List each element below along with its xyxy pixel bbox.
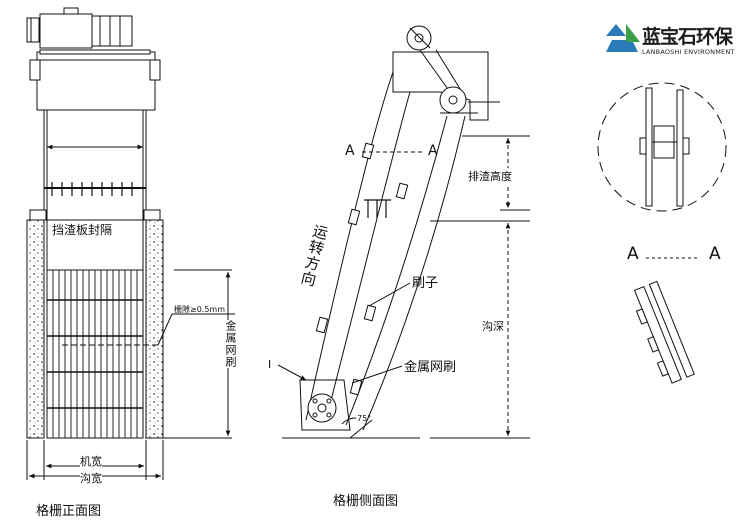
detail-view	[597, 82, 727, 384]
metal-mesh-brush-label: 金属网刷	[222, 320, 238, 368]
section-a-left: A	[345, 143, 355, 159]
side-view	[277, 25, 530, 439]
section-a-right: A	[428, 143, 438, 159]
side-metal-mesh-brush-label: 金属网刷	[404, 360, 457, 375]
marker-i-label: I	[268, 358, 272, 371]
detail-circle	[597, 82, 727, 212]
head-housing	[36, 51, 156, 111]
angle-label: 75°	[357, 414, 372, 423]
channel-wall-right	[145, 219, 164, 439]
front-view-caption: 格栅正面图	[36, 504, 102, 519]
detail-section-a-left: A	[627, 244, 639, 264]
screen-grid	[46, 269, 144, 439]
logo-leaf-icon	[626, 24, 640, 42]
channel-wall-left	[26, 219, 45, 439]
channel-depth-label: 沟深	[482, 318, 504, 334]
seal-plate-label: 挡渣板封隔	[52, 223, 113, 237]
logo-mark	[606, 24, 640, 52]
front-view	[26, 7, 235, 480]
side-view-caption: 格栅侧面图	[333, 494, 399, 509]
bottom-sprocket	[307, 393, 337, 423]
brush-label: 刷子	[412, 276, 439, 291]
logo-roof-icon	[606, 24, 626, 36]
channel-width-label: 沟宽	[80, 470, 102, 486]
discharge-height-label: 排渣高度	[468, 168, 512, 184]
logo-name-en: LANBAOSHI ENVIRONMENT	[642, 48, 735, 56]
logo-name-cn: 蓝宝石环保	[642, 26, 733, 48]
machine-width-label: 机宽	[80, 453, 102, 469]
bar-gap-label: 栅隙≥0.5mm	[174, 305, 226, 314]
motor	[26, 7, 133, 49]
detail-section-a-right: A	[709, 244, 721, 264]
side-head-housing	[392, 51, 489, 121]
company-logo: 蓝宝石环保 LANBAOSHI ENVIRONMENT	[600, 18, 745, 66]
logo-base-icon	[606, 40, 638, 52]
